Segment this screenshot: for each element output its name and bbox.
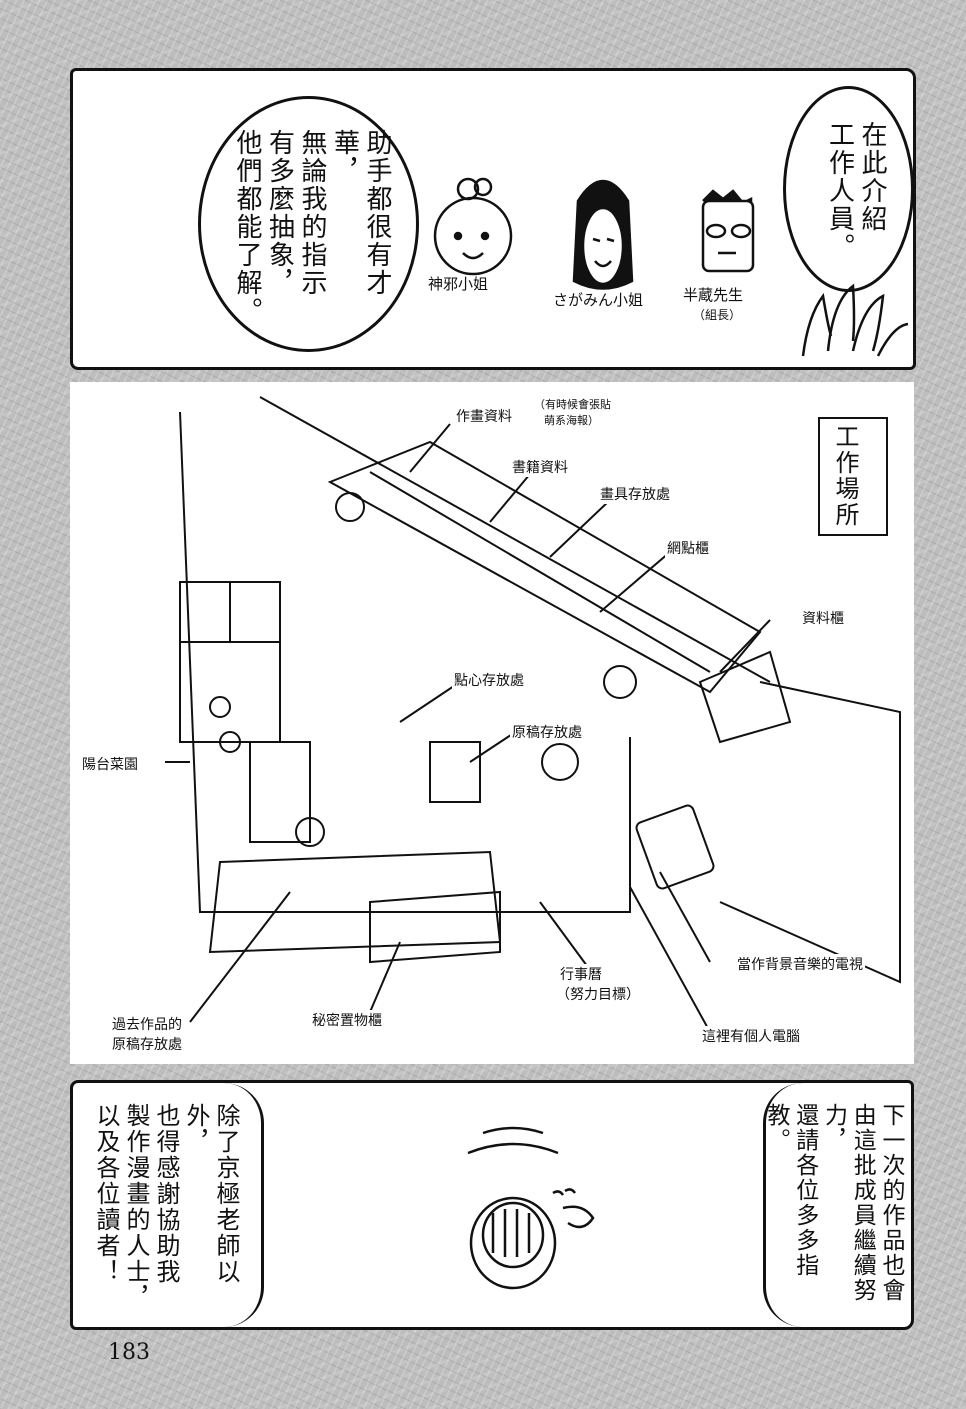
right-bubble-text: 在此介紹 工作人員。 bbox=[808, 121, 888, 271]
label-tv: 當作背景音樂的電視 bbox=[735, 954, 865, 974]
label-calendar-note: （努力目標） bbox=[554, 984, 642, 1004]
label-past-works-line2: 原稿存放處 bbox=[110, 1034, 184, 1054]
right-caption-line: 下一次的作品也會 bbox=[878, 1103, 904, 1303]
workspace-illustration bbox=[165, 396, 901, 1033]
label-drawing-refs-note2: 萌系海報） bbox=[542, 412, 601, 428]
thanks-panel: 除了京極老師以外， 也得感謝協助我 製作漫畫的人士， 以及各位讀者！ 下一次的作… bbox=[70, 1080, 914, 1330]
staff-name-kanja: 神邪小姐 bbox=[428, 275, 489, 293]
label-screentone: 網點櫃 bbox=[665, 538, 711, 558]
character-sketch-icon bbox=[541, 743, 579, 781]
right-caption-line: 還請各位多多指教。 bbox=[763, 1103, 818, 1278]
label-calendar: 行事曆 bbox=[558, 964, 604, 984]
label-art-supplies: 畫具存放處 bbox=[598, 484, 672, 504]
label-file-cabinet: 資料櫃 bbox=[800, 608, 846, 628]
workspace-title-box bbox=[818, 417, 888, 536]
label-drawing-refs: 作畫資料 bbox=[454, 406, 514, 426]
left-speech-bubble bbox=[198, 96, 419, 352]
label-manuscripts: 原稿存放處 bbox=[510, 722, 584, 742]
left-bubble-line: 助手都很有才華， bbox=[329, 129, 393, 297]
staff-name-sagamin: さがみん小姐 bbox=[553, 291, 644, 309]
workspace-panel: 工作場所 作畫資料 （有時候會張貼 萌系海報） 書籍資料 畫具存放處 網點櫃 資… bbox=[70, 382, 914, 1064]
label-book-refs: 書籍資料 bbox=[510, 457, 570, 477]
workspace-title: 工作場所 bbox=[831, 424, 859, 528]
staff-faces-drawing bbox=[433, 177, 755, 290]
plant-icon bbox=[209, 696, 231, 718]
label-secret-storage: 秘密置物櫃 bbox=[310, 1010, 384, 1030]
staff-name-hanzo: 半蔵先生 bbox=[683, 286, 744, 304]
plant-icon bbox=[219, 731, 241, 753]
desk-left bbox=[249, 741, 311, 843]
kanja-face-icon bbox=[433, 177, 513, 276]
left-caption-line: 也得感謝協助我 bbox=[152, 1103, 180, 1285]
right-caption-text: 下一次的作品也會 由這批成員繼續努力， 還請各位多多指教。 bbox=[763, 1103, 905, 1323]
hanzo-face-icon bbox=[701, 189, 755, 273]
label-snacks: 點心存放處 bbox=[452, 670, 526, 690]
right-bubble-line: 在此介紹 bbox=[857, 121, 887, 233]
wall-right bbox=[719, 681, 901, 984]
label-balcony-garden: 陽台菜園 bbox=[80, 754, 140, 774]
right-speech-bubble bbox=[783, 86, 914, 292]
label-past-works-line1: 過去作品的 bbox=[110, 1014, 184, 1034]
left-caption-line: 除了京極老師以外， bbox=[182, 1103, 240, 1285]
floor-table bbox=[208, 850, 502, 954]
character-sketch-icon bbox=[335, 492, 365, 522]
left-caption-line: 製作漫畫的人士， bbox=[122, 1103, 150, 1311]
pc-monitor bbox=[635, 804, 715, 890]
page-number: 183 bbox=[108, 1340, 150, 1365]
character-sketch-icon bbox=[603, 665, 637, 699]
staff-note-hanzo: （組長） bbox=[693, 308, 742, 322]
left-bubble-line: 無論我的指示 bbox=[297, 129, 327, 297]
left-caption-line: 以及各位讀者！ bbox=[92, 1103, 120, 1285]
ceiling-diagonal bbox=[259, 396, 771, 683]
bowing-character-drawing bbox=[467, 1126, 595, 1290]
left-caption-box bbox=[73, 1083, 264, 1327]
file-cabinet-shape bbox=[698, 650, 792, 744]
wall-left bbox=[179, 411, 631, 913]
sagamin-face-icon bbox=[572, 179, 634, 290]
desk-center bbox=[429, 741, 481, 803]
right-bubble-line: 工作人員。 bbox=[824, 121, 855, 261]
label-pc: 這裡有個人電腦 bbox=[700, 1026, 802, 1046]
left-bubble-line: 有多麼抽象， bbox=[264, 129, 295, 297]
character-sketch-icon bbox=[295, 817, 325, 847]
label-drawing-refs-note1: （有時候會張貼 bbox=[532, 396, 613, 412]
secret-storage-shape bbox=[369, 890, 501, 964]
left-caption-text: 除了京極老師以外， 也得感謝協助我 製作漫畫的人士， 以及各位讀者！ bbox=[91, 1103, 241, 1323]
waving-hand-icon bbox=[801, 283, 909, 357]
staff-intro-panel: 助手都很有才華， 無論我的指示 有多麼抽象， 他們都能了解。 神邪小姐 bbox=[70, 68, 916, 370]
ceiling-shelf bbox=[327, 440, 762, 694]
right-caption-box bbox=[763, 1083, 916, 1327]
right-caption-line: 由這批成員繼續努力， bbox=[820, 1103, 876, 1303]
left-bubble-text: 助手都很有才華， 無論我的指示 有多麼抽象， 他們都能了解。 bbox=[223, 129, 393, 329]
left-bubble-line: 他們都能了解。 bbox=[232, 129, 262, 325]
